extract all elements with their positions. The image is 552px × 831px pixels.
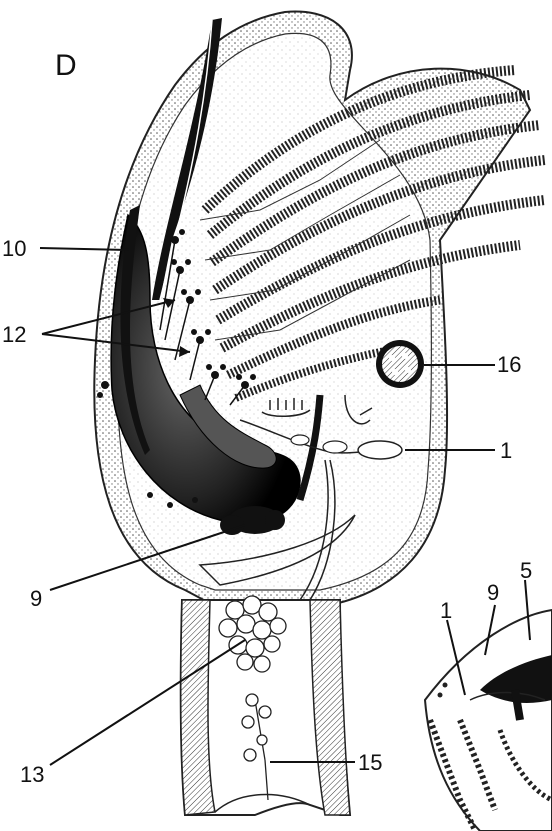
inset-label-1: 1 [440, 598, 452, 623]
inset-label-9: 9 [487, 580, 499, 605]
inset-figure [425, 610, 552, 831]
label-9: 9 [30, 586, 42, 611]
label-15: 15 [358, 750, 382, 775]
label-16: 16 [497, 352, 521, 377]
panel-letter: D [55, 49, 77, 82]
round-organ [376, 340, 424, 388]
label-13: 13 [20, 762, 44, 787]
label-12: 12 [2, 322, 26, 347]
label-1: 1 [500, 438, 512, 463]
inset-label-5: 5 [520, 558, 532, 583]
label-10: 10 [2, 236, 26, 261]
